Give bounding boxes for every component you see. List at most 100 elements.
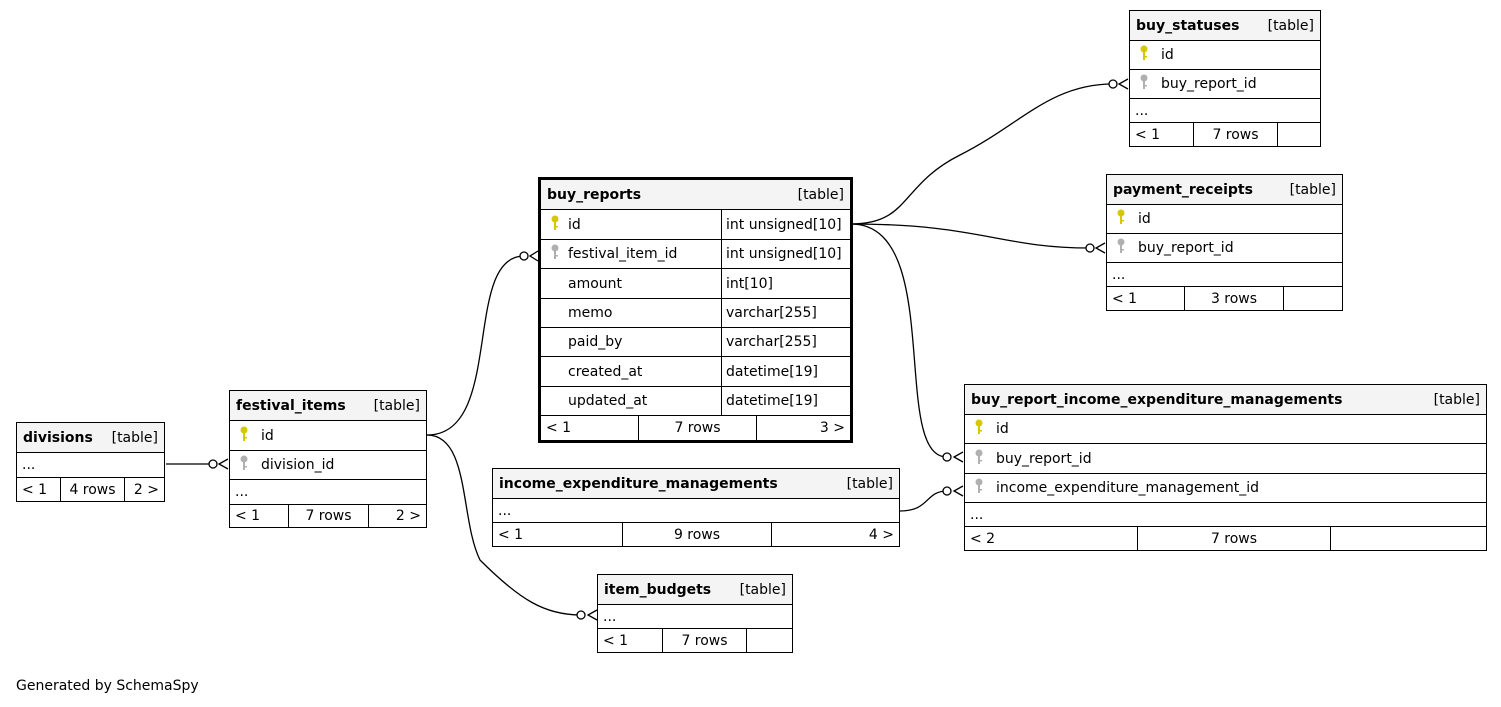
column-row[interactable]: division_id: [230, 451, 426, 480]
more-columns-label: ...: [1112, 266, 1126, 283]
table-name[interactable]: item_budgets: [604, 581, 712, 598]
primary-key-icon: [1112, 209, 1130, 229]
parents-link[interactable]: < 1: [1112, 290, 1138, 307]
table-header: divisions [table]: [17, 423, 164, 453]
more-columns-label: ...: [235, 484, 249, 500]
table-name[interactable]: income_expenditure_managements: [499, 475, 778, 492]
table-name[interactable]: buy_report_income_expenditure_management…: [971, 391, 1343, 408]
table-footer: < 1 9 rows 4 >: [493, 523, 899, 546]
foreign-key-icon: [970, 449, 988, 469]
column-name: amount: [568, 275, 623, 292]
column-row[interactable]: income_expenditure_management_id: [965, 474, 1486, 503]
table-festival-items[interactable]: festival_items [table] id division_id ..…: [229, 390, 427, 528]
primary-key-icon: [546, 215, 564, 235]
column-row[interactable]: buy_report_id: [1107, 234, 1342, 263]
table-kind: [table]: [1289, 181, 1336, 198]
column-type: datetime[19]: [721, 357, 850, 386]
more-columns: ...: [1107, 263, 1342, 287]
column-row[interactable]: festival_item_id int unsigned[10]: [541, 240, 850, 269]
parents-link[interactable]: < 1: [546, 420, 572, 436]
column-row[interactable]: id: [230, 421, 426, 451]
table-name[interactable]: buy_statuses: [1136, 17, 1240, 34]
column-name: income_expenditure_management_id: [996, 480, 1260, 496]
column-row[interactable]: updated_at datetime[19]: [541, 387, 850, 416]
children-link[interactable]: 4 >: [771, 523, 899, 546]
column-row[interactable]: memo varchar[255]: [541, 299, 850, 328]
generated-by-footer: Generated by SchemaSpy: [16, 678, 199, 694]
children-link[interactable]: [1330, 527, 1486, 550]
column-type: datetime[19]: [721, 387, 850, 415]
parents-link[interactable]: < 1: [603, 632, 629, 649]
parents-link[interactable]: < 1: [22, 481, 48, 498]
parents-link[interactable]: < 1: [235, 508, 261, 524]
table-income-expenditure-managements[interactable]: income_expenditure_managements [table] .…: [492, 468, 900, 547]
more-columns-label: ...: [498, 502, 512, 519]
table-header: payment_receipts [table]: [1107, 175, 1342, 205]
edge-buy-statuses-buy-reports: [850, 83, 1114, 225]
table-header: income_expenditure_managements [table]: [493, 469, 899, 499]
children-link[interactable]: [1277, 123, 1320, 146]
table-name[interactable]: payment_receipts: [1113, 181, 1253, 198]
table-kind: [table]: [111, 429, 158, 446]
table-header: buy_statuses [table]: [1130, 11, 1320, 41]
crowfoot: [952, 451, 964, 463]
column-row[interactable]: buy_report_id: [965, 444, 1486, 474]
crowfoot: [1094, 242, 1106, 254]
more-columns: ...: [230, 480, 426, 505]
column-row[interactable]: id: [1130, 41, 1320, 70]
table-divisions[interactable]: divisions [table] ... < 1 4 rows 2 >: [16, 422, 165, 502]
column-name: buy_report_id: [996, 450, 1092, 467]
table-buy-reports[interactable]: buy_reports [table] id int unsigned[10] …: [538, 177, 853, 443]
table-kind: [table]: [739, 581, 786, 598]
table-buy-statuses[interactable]: buy_statuses [table] id buy_report_id ..…: [1129, 10, 1321, 147]
table-footer: < 1 4 rows 2 >: [17, 478, 164, 501]
children-link[interactable]: [1283, 287, 1342, 310]
primary-key-icon: [970, 419, 988, 439]
more-columns: ...: [1130, 99, 1320, 123]
row-count: 4 rows: [60, 478, 124, 501]
foreign-key-icon: [1135, 74, 1153, 94]
table-name[interactable]: festival_items: [236, 397, 346, 414]
more-columns: ...: [17, 453, 164, 478]
table-name[interactable]: buy_reports: [547, 186, 642, 203]
table-kind: [table]: [1267, 17, 1314, 34]
table-buy-report-income-expenditure-managements[interactable]: buy_report_income_expenditure_management…: [964, 384, 1487, 551]
table-name[interactable]: divisions: [23, 429, 93, 446]
column-row[interactable]: amount int[10]: [541, 269, 850, 299]
more-columns-label: ...: [1135, 102, 1149, 119]
row-count: 9 rows: [622, 523, 771, 546]
column-row[interactable]: id int unsigned[10]: [541, 210, 850, 240]
more-columns: ...: [965, 503, 1486, 527]
parents-link[interactable]: < 2: [970, 530, 996, 547]
column-row[interactable]: paid_by varchar[255]: [541, 328, 850, 357]
table-item-budgets[interactable]: item_budgets [table] ... < 1 7 rows: [597, 574, 793, 653]
more-columns-label: ...: [970, 506, 984, 523]
parents-link[interactable]: < 1: [1135, 126, 1161, 143]
table-footer: < 1 7 rows 2 >: [230, 505, 426, 527]
children-link[interactable]: 2 >: [368, 505, 426, 527]
row-count: 7 rows: [288, 505, 368, 527]
row-count: 7 rows: [1137, 527, 1330, 550]
foreign-key-icon: [235, 455, 253, 475]
column-row[interactable]: id: [1107, 205, 1342, 234]
column-name: paid_by: [568, 334, 623, 350]
column-type: varchar[255]: [721, 299, 850, 327]
column-row[interactable]: buy_report_id: [1130, 70, 1320, 99]
row-count: 7 rows: [662, 629, 746, 652]
column-row[interactable]: created_at datetime[19]: [541, 357, 850, 387]
table-kind: [table]: [1433, 391, 1480, 408]
parents-link[interactable]: < 1: [498, 526, 524, 543]
column-row[interactable]: id: [965, 415, 1486, 444]
children-link[interactable]: [746, 629, 792, 652]
more-columns-label: ...: [603, 608, 617, 625]
more-columns-label: ...: [22, 457, 36, 473]
column-name: memo: [568, 305, 613, 321]
table-payment-receipts[interactable]: payment_receipts [table] id buy_report_i…: [1106, 174, 1343, 311]
children-link[interactable]: 3 >: [756, 416, 850, 440]
row-count: 7 rows: [1193, 123, 1277, 146]
primary-key-icon: [235, 426, 253, 446]
children-link[interactable]: 2 >: [124, 478, 164, 501]
column-name: id: [996, 421, 1009, 437]
table-kind: [table]: [373, 397, 420, 414]
edge-brie-buy-reports: [850, 223, 948, 458]
